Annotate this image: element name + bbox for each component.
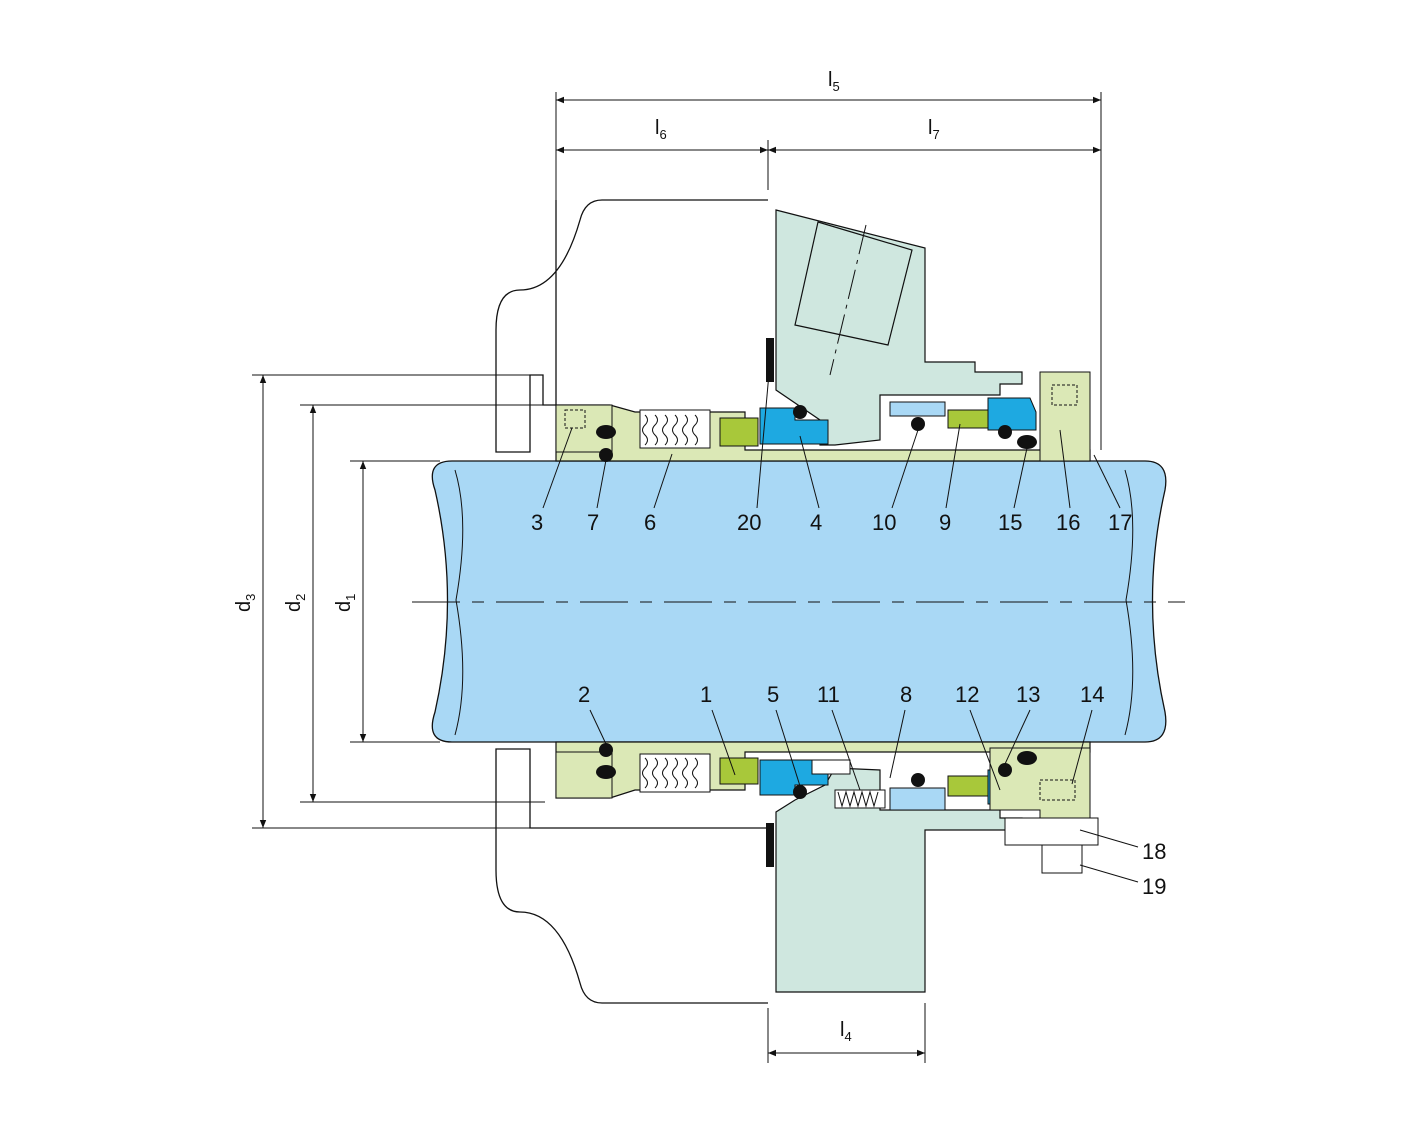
part-labels-right: 18 19 <box>1142 839 1166 899</box>
pressure-ring-bottom <box>889 787 946 811</box>
part-label-9: 9 <box>939 510 951 535</box>
part-label-3: 3 <box>531 510 543 535</box>
dim-l4-label: l4 <box>840 1019 852 1044</box>
screw-16 <box>1051 384 1078 406</box>
dim-l5-label: l5 <box>828 69 840 94</box>
pin-11 <box>811 759 851 775</box>
leader-lines <box>542 361 1139 883</box>
springs-bottom <box>639 753 711 793</box>
part-label-17: 17 <box>1108 510 1132 535</box>
gland-gasket-bottom <box>766 823 774 867</box>
part-labels-bottom: 2 1 5 11 8 12 13 14 <box>578 682 1104 707</box>
o-rings-bottom <box>596 743 1037 799</box>
part-labels-top: 3 7 6 20 4 10 9 15 16 17 <box>531 510 1132 535</box>
collar-left-bottom <box>555 751 613 799</box>
face-ring-right-top <box>987 397 1037 431</box>
part-label-6: 6 <box>644 510 656 535</box>
dim-l7-label: l7 <box>928 117 940 142</box>
seat-ring-9 <box>947 409 989 429</box>
part-label-4: 4 <box>810 510 822 535</box>
part-label-13: 13 <box>1016 682 1040 707</box>
spring-coils-top <box>642 414 698 446</box>
seat-ring-left-top <box>719 417 759 447</box>
springs-top <box>639 409 711 449</box>
dim-d1-label: d1 <box>333 594 358 612</box>
dim-d2-label: d2 <box>283 594 308 612</box>
part-label-15: 15 <box>998 510 1022 535</box>
spacer-clip-18 <box>1004 817 1099 846</box>
seat-ring-1 <box>719 757 759 785</box>
part-label-2: 2 <box>578 682 590 707</box>
seat-ring-bottom-right <box>947 775 989 797</box>
part-label-7: 7 <box>587 510 599 535</box>
dim-l6-label: l6 <box>655 117 667 142</box>
o-rings-top <box>596 405 1037 462</box>
part-label-11: 11 <box>817 682 840 707</box>
pump-housing-top <box>495 199 768 453</box>
part-label-20: 20 <box>737 510 761 535</box>
part-label-1: 1 <box>700 682 712 707</box>
part-label-18: 18 <box>1142 839 1166 864</box>
part-label-10: 10 <box>872 510 896 535</box>
part-label-16: 16 <box>1056 510 1080 535</box>
dim-d3-label: d3 <box>233 594 258 612</box>
spring-coils-bottom <box>642 757 698 789</box>
part-label-12: 12 <box>955 682 979 707</box>
part-label-5: 5 <box>767 682 779 707</box>
part-label-14: 14 <box>1080 682 1104 707</box>
part-label-8: 8 <box>900 682 912 707</box>
part-label-19: 19 <box>1142 874 1166 899</box>
screw-14 <box>1039 779 1076 801</box>
shaft <box>431 460 1167 743</box>
pump-housing-bottom <box>495 748 768 1004</box>
gland-port <box>794 221 913 346</box>
gland-gasket-top <box>766 338 774 382</box>
bolt-19 <box>1041 844 1083 874</box>
pressure-ring-top <box>889 401 946 417</box>
